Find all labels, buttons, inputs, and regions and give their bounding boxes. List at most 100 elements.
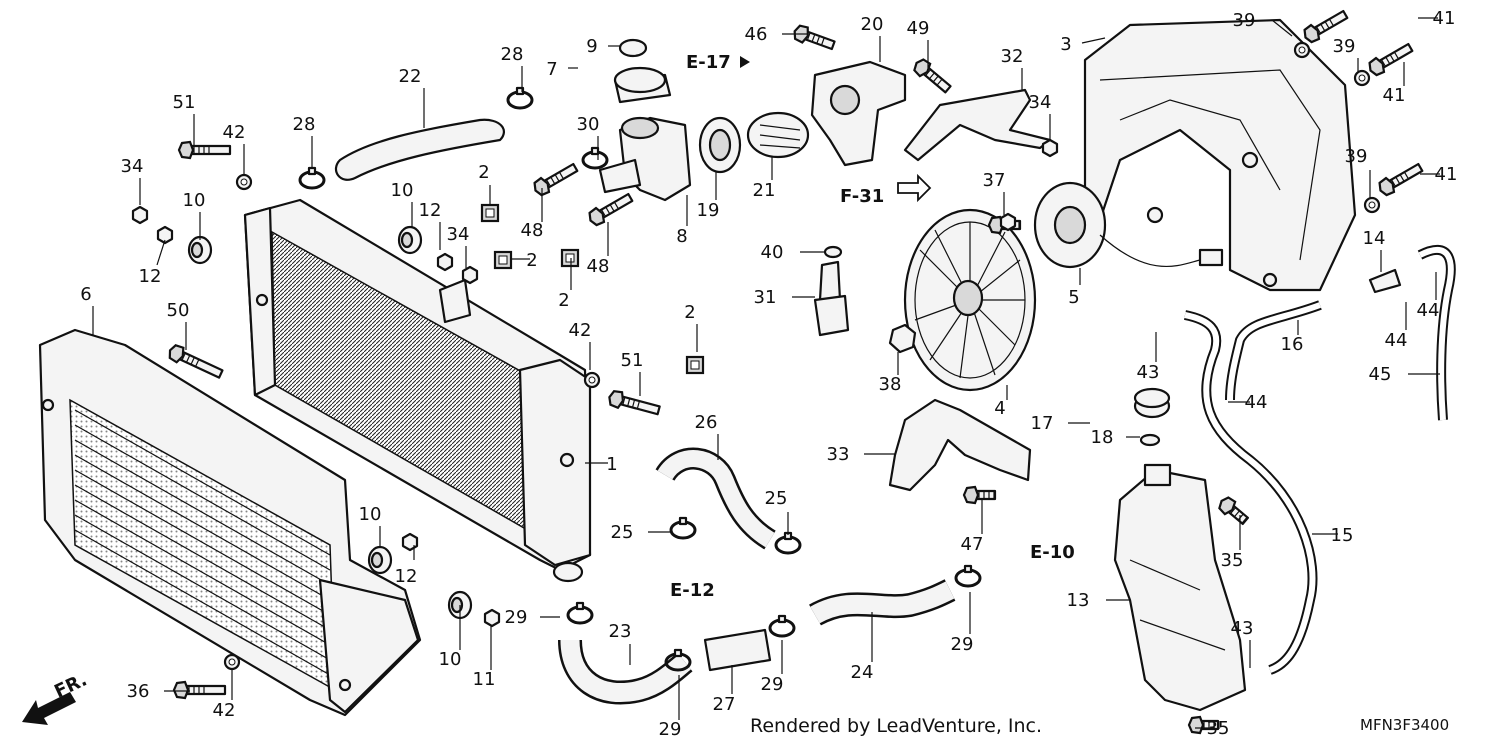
bolt-hardware[interactable] [911, 57, 953, 96]
clamp-hardware[interactable] [669, 516, 697, 540]
callout-c39c[interactable]: 39 [1345, 146, 1368, 167]
callout-c45[interactable]: 45 [1369, 364, 1392, 385]
callout-c15[interactable]: 15 [1331, 525, 1354, 546]
callout-c3[interactable]: 3 [1060, 34, 1071, 55]
callout-c39a[interactable]: 39 [1233, 10, 1256, 31]
bolt-hardware[interactable] [1301, 8, 1349, 45]
callout-c34b[interactable]: 34 [447, 224, 470, 245]
washer-hardware[interactable] [1353, 69, 1371, 87]
callout-c33[interactable]: 33 [827, 444, 850, 465]
joint-14-part[interactable] [1368, 268, 1402, 294]
callout-c29b[interactable]: 29 [659, 719, 682, 740]
callout-c5[interactable]: 5 [1068, 287, 1079, 308]
reservoir-tank-part[interactable] [1113, 463, 1247, 712]
callout-c36[interactable]: 36 [127, 681, 150, 702]
upper-hose-part[interactable] [334, 118, 505, 181]
clamp-hardware[interactable] [566, 601, 594, 625]
callout-c41c[interactable]: 41 [1435, 164, 1458, 185]
clamp-hardware[interactable] [768, 614, 796, 638]
callout-c20[interactable]: 20 [861, 14, 884, 35]
callout-c34c[interactable]: 34 [1029, 92, 1052, 113]
clamp-hardware[interactable] [298, 166, 326, 190]
clamp-hardware[interactable] [506, 86, 534, 110]
washer-hardware[interactable] [1363, 196, 1381, 214]
nut-hardware[interactable] [436, 252, 454, 272]
callout-c39b[interactable]: 39 [1333, 36, 1356, 57]
clamp-hardware[interactable] [954, 564, 982, 588]
nut-38-part[interactable] [888, 323, 917, 354]
callout-c18[interactable]: 18 [1091, 427, 1114, 448]
ref-e12[interactable]: E-12 [670, 580, 715, 601]
nut-hardware[interactable] [999, 212, 1017, 232]
callout-c51a[interactable]: 51 [173, 92, 196, 113]
ref-e17[interactable]: E-17 [686, 52, 731, 73]
callout-c8[interactable]: 8 [676, 226, 687, 247]
callout-c38[interactable]: 38 [879, 374, 902, 395]
callout-c34a[interactable]: 34 [121, 156, 144, 177]
thermostat-part[interactable] [698, 111, 810, 174]
callout-c51b[interactable]: 51 [621, 350, 644, 371]
callout-c1[interactable]: 1 [606, 454, 617, 475]
fan-switch-part[interactable] [813, 260, 850, 337]
grommet-hardware[interactable] [397, 225, 423, 255]
clamp-hardware[interactable] [581, 146, 609, 170]
washer-40-part[interactable] [823, 245, 843, 259]
callout-c29d[interactable]: 29 [951, 634, 974, 655]
callout-c2c[interactable]: 2 [558, 290, 569, 311]
callout-c6[interactable]: 6 [80, 284, 91, 305]
callout-c29a[interactable]: 29 [505, 607, 528, 628]
nut-hardware[interactable] [156, 225, 174, 245]
callout-c32[interactable]: 32 [1001, 46, 1024, 67]
callout-c2a[interactable]: 2 [478, 162, 489, 183]
callout-c43a[interactable]: 43 [1137, 362, 1160, 383]
callout-c12c[interactable]: 12 [395, 566, 418, 587]
nut-hardware[interactable] [461, 265, 479, 285]
callout-c44a[interactable]: 44 [1385, 330, 1408, 351]
bolt-hardware[interactable] [1216, 495, 1250, 527]
callout-c22[interactable]: 22 [399, 66, 422, 87]
bolt-hardware[interactable] [177, 140, 232, 160]
grommet-hardware[interactable] [367, 545, 393, 575]
callout-c42a[interactable]: 42 [223, 122, 246, 143]
clamp-hardware[interactable] [664, 648, 692, 672]
callout-c35b[interactable]: 35 [1207, 718, 1230, 739]
cooling-fan-part[interactable] [903, 208, 1037, 392]
reservoir-bracket-part[interactable] [888, 398, 1032, 492]
thermostat-housing-part[interactable] [810, 60, 907, 167]
washer-hardware[interactable] [583, 371, 601, 389]
callout-c50[interactable]: 50 [167, 300, 190, 321]
clip-hardware[interactable] [480, 203, 500, 223]
bolt-hardware[interactable] [962, 485, 997, 505]
bolt-hardware[interactable] [792, 24, 836, 53]
clamp-hardware[interactable] [774, 531, 802, 555]
nut-hardware[interactable] [131, 205, 149, 225]
washer-hardware[interactable] [223, 653, 241, 671]
callout-c40[interactable]: 40 [761, 242, 784, 263]
callout-c4[interactable]: 4 [994, 398, 1005, 419]
washer-hardware[interactable] [1293, 41, 1311, 59]
bolt-hardware[interactable] [1376, 161, 1424, 198]
reservoir-cap-part[interactable] [1133, 387, 1171, 447]
callout-c10a[interactable]: 10 [183, 190, 206, 211]
callout-c12b[interactable]: 12 [419, 200, 442, 221]
radiator-part[interactable] [243, 198, 592, 583]
nut-hardware[interactable] [483, 608, 501, 628]
callout-c14[interactable]: 14 [1363, 228, 1386, 249]
callout-c2d[interactable]: 2 [684, 302, 695, 323]
callout-c2b[interactable]: 2 [526, 250, 537, 271]
callout-c27[interactable]: 27 [713, 694, 736, 715]
callout-c10b[interactable]: 10 [391, 180, 414, 201]
callout-c31[interactable]: 31 [754, 287, 777, 308]
clip-hardware[interactable] [685, 355, 705, 375]
callout-c42b[interactable]: 42 [569, 320, 592, 341]
callout-c16[interactable]: 16 [1281, 334, 1304, 355]
callout-c10c[interactable]: 10 [359, 504, 382, 525]
callout-c7[interactable]: 7 [546, 59, 557, 80]
callout-c49[interactable]: 49 [907, 18, 930, 39]
bolt-hardware[interactable] [607, 389, 661, 418]
callout-c47[interactable]: 47 [961, 534, 984, 555]
clip-hardware[interactable] [560, 248, 580, 268]
callout-c19[interactable]: 19 [697, 200, 720, 221]
callout-c46[interactable]: 46 [745, 24, 768, 45]
callout-c13[interactable]: 13 [1067, 590, 1090, 611]
